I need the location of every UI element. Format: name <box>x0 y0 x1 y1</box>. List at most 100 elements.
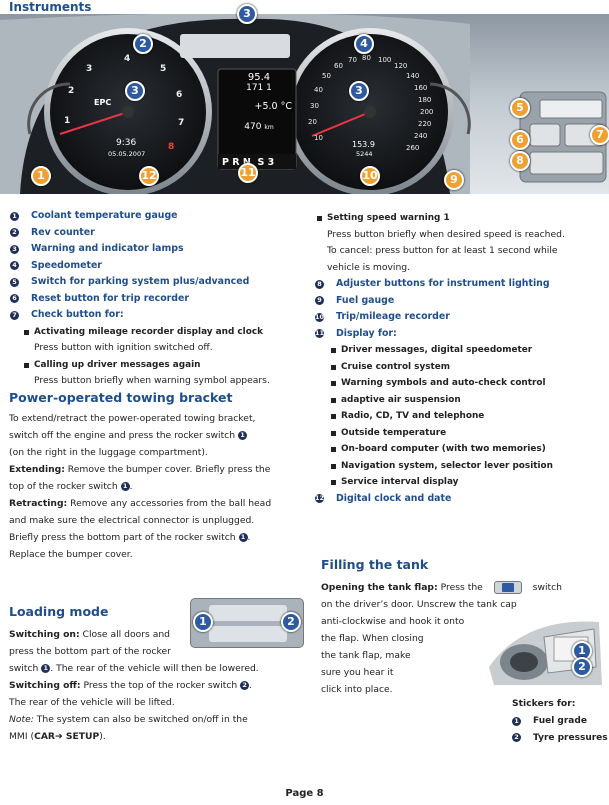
sub-text: Press button briefly when desired speed … <box>327 228 565 240</box>
gear-display: P R N S 3 <box>222 157 275 168</box>
loading-text: Switching on: Close all doors and press … <box>9 629 259 742</box>
centre-display: 95.4 171 1 +5.0 °C 470 km <box>226 72 292 132</box>
speed-tick: 220 <box>418 120 432 128</box>
callout-badge: 3 <box>125 81 145 101</box>
callout-badge: 3 <box>349 81 369 101</box>
tank-text: Opening the tank flap: Press the switch … <box>321 581 562 695</box>
sub-item: Cruise control system <box>317 359 607 376</box>
page-title: Instruments <box>9 0 92 14</box>
towing-text: To extend/retract the power-operated tow… <box>9 413 272 560</box>
rev-tick: 7 <box>178 118 185 128</box>
speed-tick: 240 <box>414 132 428 140</box>
sub-item: Setting speed warning 1 <box>317 210 607 227</box>
sub-item: Activating mileage recorder display and … <box>10 324 305 341</box>
rev-tick: 4 <box>124 54 131 64</box>
callout-badge: 3 <box>237 4 257 24</box>
rev-tick: 5 <box>160 64 167 74</box>
odometer-top: 95.4 <box>247 72 271 83</box>
sub-text: Press button briefly when warning symbol… <box>34 375 270 386</box>
sub-text: Press button with ignition switched off. <box>34 342 213 353</box>
temperature-display: +5.0 °C <box>254 101 292 112</box>
rev-tick: 2 <box>68 86 75 96</box>
callout-badge: 9 <box>444 170 464 190</box>
speed-tick: 30 <box>310 102 319 110</box>
sub-item: Service interval display <box>317 474 607 491</box>
callout-badge: 10 <box>360 166 380 186</box>
speed-tick: 120 <box>394 62 408 70</box>
odometer-bottom: 171 1 <box>246 83 272 93</box>
instrument-cluster-image <box>0 12 609 196</box>
speed-tick: 70 <box>348 56 357 64</box>
clock-display: 9:36 <box>116 138 137 148</box>
range-display: 470 <box>244 122 262 132</box>
callout-badge: 2 <box>133 34 153 54</box>
sub-item: On-board computer (with two memories) <box>317 441 607 458</box>
loading-switch-image: 1 2 <box>190 598 304 648</box>
speed-tick: 260 <box>406 144 420 152</box>
tank-flap-image: 1 2 <box>484 607 606 687</box>
page-number: Page 8 <box>285 788 324 799</box>
total-display: 5244 <box>356 150 373 158</box>
rev-tick: 3 <box>86 64 93 74</box>
sub-item: Warning symbols and auto-check control <box>317 375 607 392</box>
speed-tick: 20 <box>308 118 317 126</box>
speed-tick: 140 <box>406 72 420 80</box>
rev-counter-dial: 1 2 3 4 5 6 7 8 EPC 9:36 05.05.2007 <box>58 38 198 178</box>
epc-lamp: EPC <box>94 98 112 107</box>
speed-tick: 200 <box>420 108 434 116</box>
callout-badge: 11 <box>238 163 258 183</box>
speed-tick: 10 <box>314 134 323 142</box>
sub-item: Navigation system, selector lever positi… <box>317 458 607 475</box>
legend-right: Setting speed warning 1 Press button bri… <box>315 210 607 507</box>
rev-tick: 8 <box>168 142 175 152</box>
fuel-flap-switch-icon <box>493 581 522 594</box>
tank-heading: Filling the tank <box>321 557 429 572</box>
date-display: 05.05.2007 <box>108 150 146 158</box>
speed-tick: 160 <box>414 84 428 92</box>
speed-tick: 40 <box>314 86 323 94</box>
callout-badge: 7 <box>590 125 609 145</box>
callout-badge: 4 <box>354 34 374 54</box>
rev-tick: 1 <box>64 116 71 126</box>
callout-badge: 12 <box>139 166 159 186</box>
sub-item: Outside temperature <box>317 425 607 442</box>
speedometer-dial: 10 20 30 40 50 60 70 80 100 120 140 160 … <box>300 38 440 178</box>
speed-tick: 50 <box>322 72 331 80</box>
towing-heading: Power-operated towing bracket <box>9 390 233 405</box>
speed-tick: 60 <box>334 62 343 70</box>
trip-display: 153.9 <box>352 140 375 149</box>
callout-badge: 1 <box>31 166 51 186</box>
stickers-title: Stickers for: <box>512 698 576 709</box>
rev-tick: 6 <box>176 90 183 100</box>
callout-badge: 5 <box>510 98 530 118</box>
callout-badge: 8 <box>510 151 530 171</box>
range-unit: km <box>264 124 274 131</box>
speed-tick: 180 <box>418 96 432 104</box>
speed-tick: 100 <box>378 56 392 64</box>
sub-text: vehicle is moving. <box>327 261 411 273</box>
loading-heading: Loading mode <box>9 604 109 619</box>
sub-item: adaptive air suspension <box>317 392 607 409</box>
sub-item: Driver messages, digital speedometer <box>317 342 607 359</box>
sub-item: Calling up driver messages again <box>10 357 305 374</box>
callout-badge: 6 <box>510 130 530 150</box>
sub-text: To cancel: press button for at least 1 s… <box>327 245 558 256</box>
sub-item: Radio, CD, TV and telephone <box>317 408 607 425</box>
speed-tick: 80 <box>362 54 371 62</box>
